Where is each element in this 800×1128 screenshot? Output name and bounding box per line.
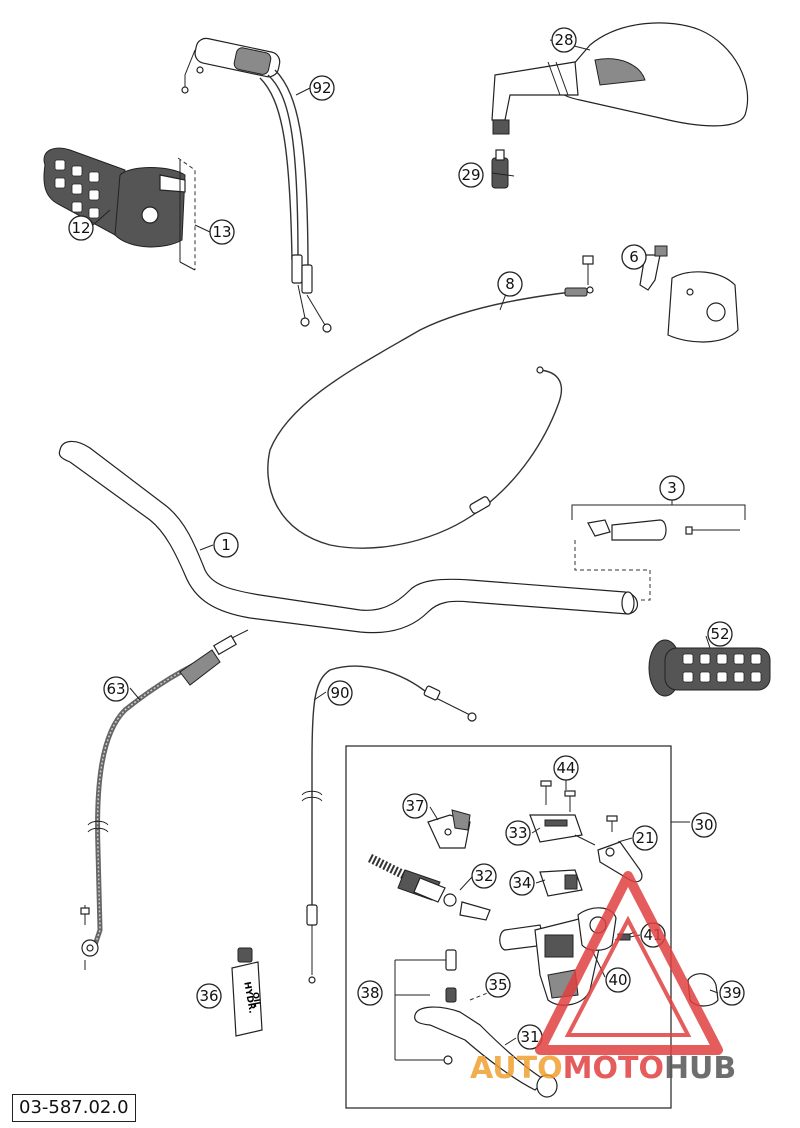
svg-text:32: 32 <box>474 867 493 885</box>
callout-31: 31 <box>517 1024 543 1050</box>
callout-32: 32 <box>471 863 497 889</box>
throttle-housing <box>114 157 196 271</box>
oil-label-line2: OIL <box>251 991 262 1007</box>
svg-text:6: 6 <box>629 248 639 266</box>
svg-text:44: 44 <box>556 759 575 777</box>
watermark-logo: AUTOMOTOHUB <box>470 871 736 1086</box>
svg-text:39: 39 <box>722 984 741 1002</box>
svg-text:31: 31 <box>520 1028 539 1046</box>
mirror <box>491 22 749 135</box>
svg-text:34: 34 <box>512 874 531 892</box>
callout-29: 29 <box>458 162 484 188</box>
brake-line <box>80 629 249 970</box>
svg-text:36: 36 <box>199 987 218 1005</box>
throttle-grip <box>43 147 126 236</box>
reservoir-cap <box>539 869 583 897</box>
watermark-text: AUTOMOTOHUB <box>470 1051 736 1086</box>
callout-30: 30 <box>691 812 717 838</box>
left-grip <box>648 639 771 697</box>
svg-text:40: 40 <box>608 971 627 989</box>
callout-52: 52 <box>707 621 733 647</box>
clutch-lever <box>414 1006 558 1098</box>
svg-text:33: 33 <box>508 824 527 842</box>
handlebar <box>58 440 638 634</box>
callout-39: 39 <box>719 980 745 1006</box>
callout-13: 13 <box>209 219 235 245</box>
svg-text:63: 63 <box>106 680 125 698</box>
lever-pivot-pin <box>394 949 457 1061</box>
watermark-hub: HUB <box>664 1051 736 1086</box>
watermark-moto: MOTO <box>563 1051 664 1086</box>
callout-1: 1 <box>213 532 239 558</box>
callout-40: 40 <box>605 967 631 993</box>
callout-21: 21 <box>632 825 658 851</box>
clutch-master-box <box>345 745 690 1109</box>
callout-36: 36 <box>196 983 222 1009</box>
lever-adjuster <box>597 815 643 883</box>
leader-lines <box>92 39 719 1046</box>
svg-text:92: 92 <box>312 79 331 97</box>
svg-text:30: 30 <box>694 816 713 834</box>
hydraulic-oil-bottle: HYDR. OIL <box>231 947 263 1037</box>
callout-92: 92 <box>309 75 335 101</box>
callout-38: 38 <box>357 980 383 1006</box>
callout-3: 3 <box>659 475 685 501</box>
callout-44: 44 <box>553 755 579 781</box>
callout-33: 33 <box>505 820 531 846</box>
svg-text:52: 52 <box>710 625 729 643</box>
callout-34: 34 <box>509 870 535 896</box>
clamp-bracket <box>427 809 471 849</box>
mirror-adapter <box>491 149 509 189</box>
svg-text:3: 3 <box>667 479 677 497</box>
document-code: 03-587.02.0 <box>12 1094 136 1122</box>
svg-text:38: 38 <box>360 984 379 1002</box>
callout-12: 12 <box>68 215 94 241</box>
svg-text:13: 13 <box>212 223 231 241</box>
watermark-auto: AUTO <box>470 1051 563 1086</box>
callout-37: 37 <box>402 793 428 819</box>
bar-end-kit <box>571 504 746 601</box>
svg-text:12: 12 <box>71 219 90 237</box>
master-piston <box>367 853 491 921</box>
throttle-cable <box>181 37 332 333</box>
cover-screws <box>540 780 576 812</box>
kill-switch <box>639 245 739 343</box>
svg-text:8: 8 <box>505 275 515 293</box>
callout-8: 8 <box>497 271 523 297</box>
callout-90: 90 <box>327 680 353 706</box>
callout-63: 63 <box>103 676 129 702</box>
svg-text:29: 29 <box>461 166 480 184</box>
svg-text:1: 1 <box>221 536 231 554</box>
svg-text:21: 21 <box>635 829 654 847</box>
callout-6: 6 <box>621 244 647 270</box>
callout-28: 28 <box>551 27 577 53</box>
svg-text:28: 28 <box>554 31 573 49</box>
svg-text:35: 35 <box>488 976 507 994</box>
svg-text:37: 37 <box>405 797 424 815</box>
clutch-cable <box>267 255 594 549</box>
callout-35: 35 <box>485 972 511 998</box>
reservoir-cover <box>529 814 596 846</box>
hot-start-cable <box>301 665 477 984</box>
svg-text:90: 90 <box>330 684 349 702</box>
